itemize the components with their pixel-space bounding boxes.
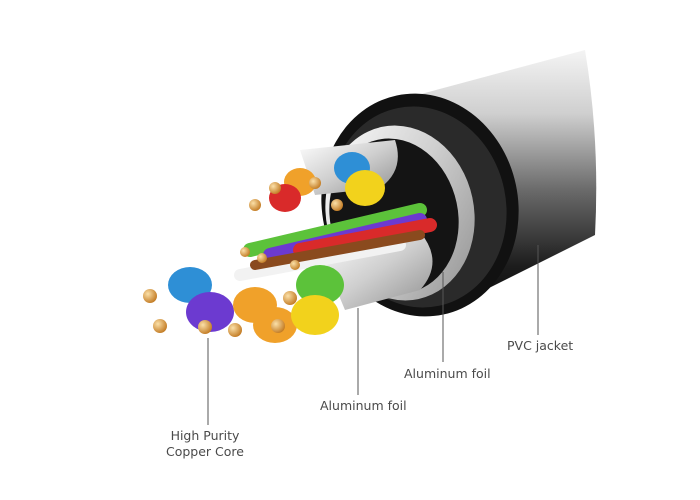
label-copper-core: High Purity Copper Core: [166, 428, 244, 460]
twisted-pair-top: [269, 152, 385, 212]
wire-bundle: [234, 203, 437, 281]
copper-core-ends: [143, 177, 343, 337]
twisted-pair-right: [291, 265, 344, 335]
leader-lines: [207, 245, 539, 425]
label-copper-core-line1: High Purity: [170, 428, 240, 443]
label-copper-core-line2: Copper Core: [166, 444, 244, 459]
label-pvc-jacket: PVC jacket: [507, 338, 574, 353]
twisted-pair-left: [168, 267, 234, 332]
label-aluminum-foil-inner: Aluminum foil: [320, 398, 407, 413]
label-aluminum-foil-outer: Aluminum foil: [404, 366, 491, 381]
